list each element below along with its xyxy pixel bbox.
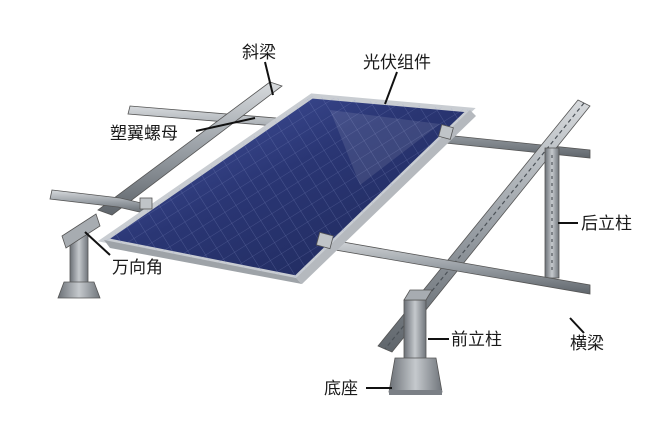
label-base: 底座 [324,379,358,399]
label-diagonal-beam: 斜梁 [242,43,276,63]
leader-lines [84,61,585,389]
label-cross-beam: 横梁 [570,334,604,354]
label-front-post: 前立柱 [451,330,502,350]
label-universal-angle: 万向角 [112,258,163,278]
left-post [61,213,101,285]
label-rear-post: 后立柱 [581,214,632,234]
clamp-top [438,124,454,140]
label-pv-module: 光伏组件 [363,53,431,73]
clamp-front [315,231,334,250]
base-front [388,357,443,395]
rear-post [544,147,560,279]
clamp-left [139,197,153,210]
left-diagonal-beam [97,81,283,216]
base-left [57,281,101,299]
label-wing-nut: 塑翼螺母 [110,124,178,144]
front-post [403,289,433,361]
pv-module [97,93,476,284]
